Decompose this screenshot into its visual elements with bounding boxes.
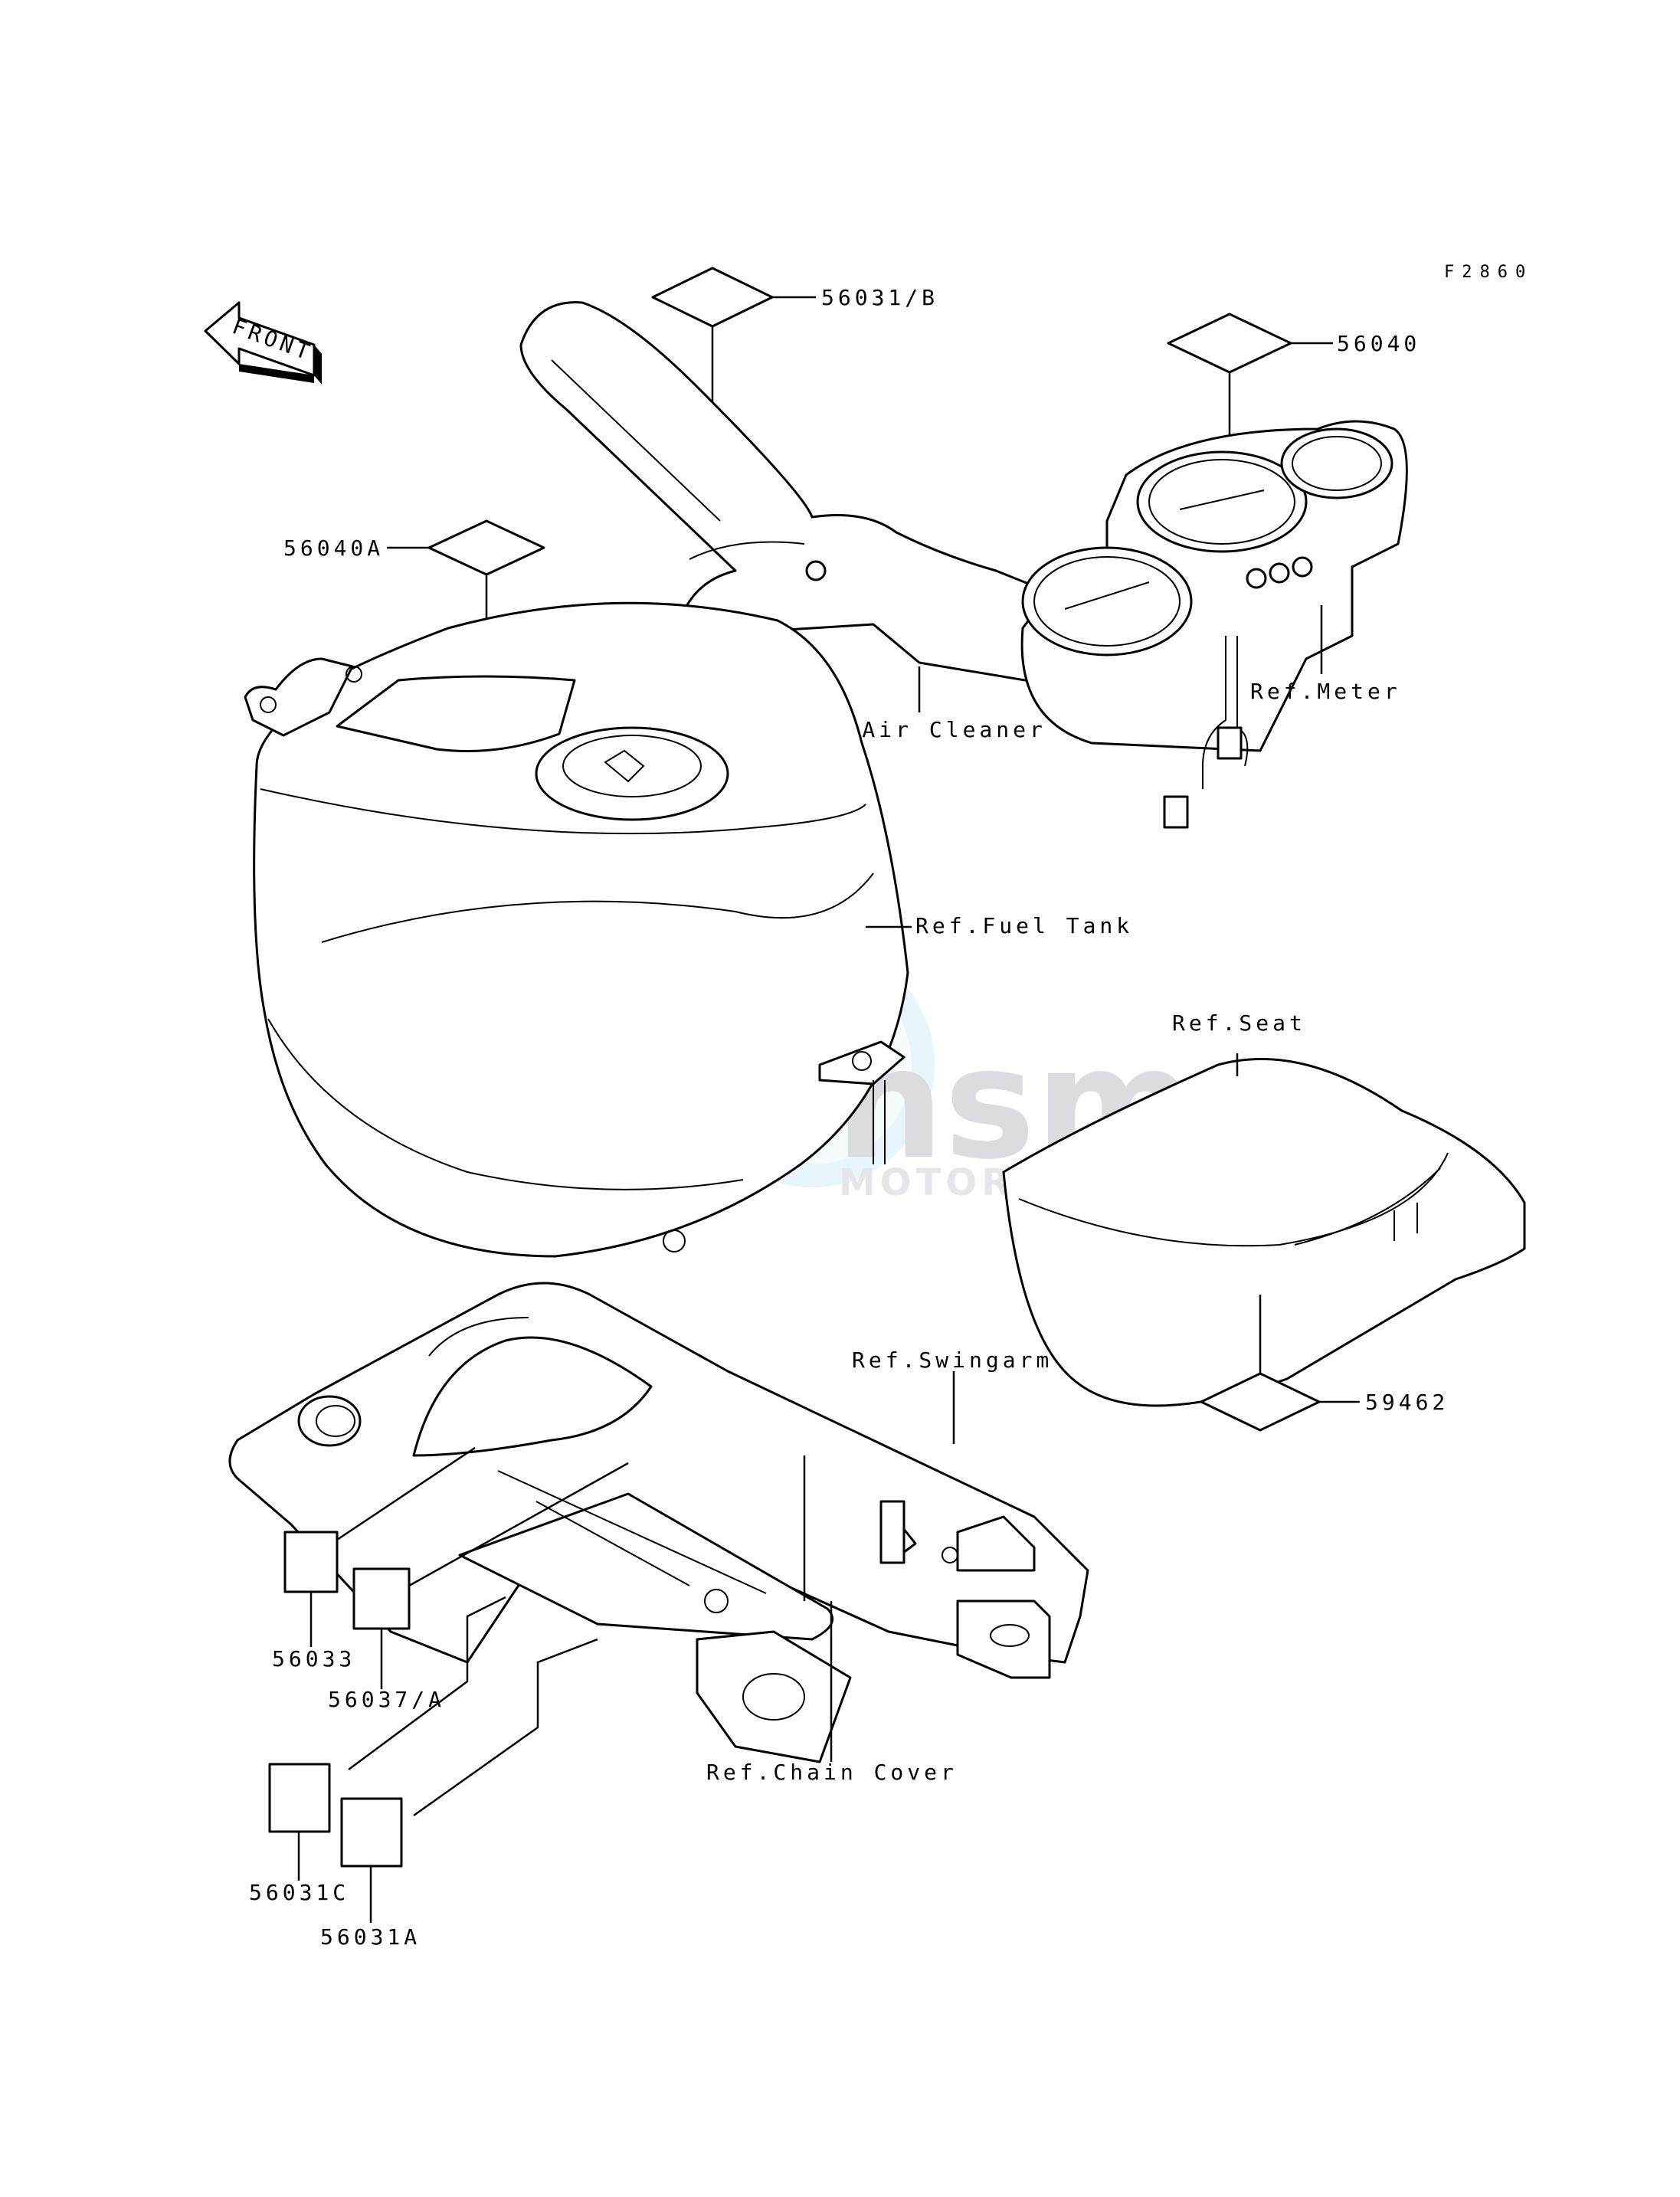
label-56037A bbox=[352, 1462, 629, 1689]
ref-swingarm: Ref.Swingarm bbox=[852, 1347, 1053, 1373]
callout-56037A: 56037/A bbox=[328, 1687, 445, 1712]
label-56033 bbox=[283, 1446, 476, 1647]
callout-56033: 56033 bbox=[272, 1646, 355, 1671]
front-arrow-icon: FRONT bbox=[204, 301, 322, 385]
ref-meter: Ref.Meter bbox=[1250, 679, 1401, 704]
seat bbox=[1002, 1053, 1526, 1407]
label-59462 bbox=[1200, 1372, 1360, 1432]
meter-assembly bbox=[1020, 420, 1408, 829]
swingarm bbox=[228, 1282, 1089, 1763]
fuel-tank bbox=[244, 601, 912, 1258]
callout-59462: 59462 bbox=[1365, 1390, 1449, 1415]
label-56031C bbox=[268, 1596, 506, 1881]
air-cleaner-cover bbox=[519, 301, 1084, 712]
callout-56031A: 56031A bbox=[320, 1924, 421, 1950]
figure-code: F2860 bbox=[1444, 263, 1533, 282]
callout-56040: 56040 bbox=[1337, 331, 1420, 356]
ref-fuel-tank: Ref.Fuel Tank bbox=[915, 913, 1133, 938]
ref-chain-cover: Ref.Chain Cover bbox=[706, 1760, 958, 1785]
ref-seat: Ref.Seat bbox=[1172, 1010, 1306, 1036]
callout-56031B: 56031/B bbox=[821, 285, 938, 310]
label-56031A bbox=[340, 1638, 598, 1923]
callout-56031C: 56031C bbox=[249, 1880, 349, 1905]
callout-56040A: 56040A bbox=[283, 535, 384, 561]
